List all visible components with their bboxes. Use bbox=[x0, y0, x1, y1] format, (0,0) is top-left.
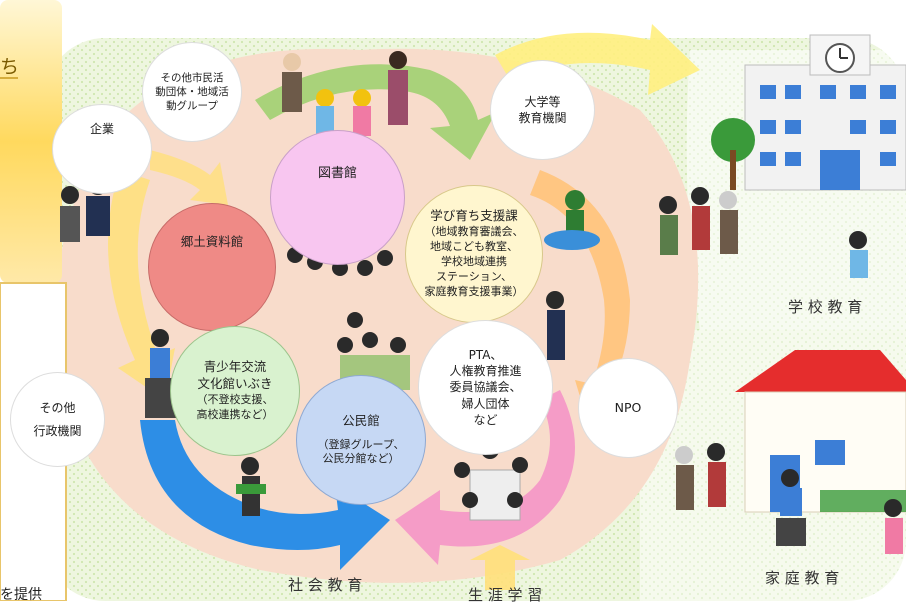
left-panel-bottom-text: を提供 bbox=[0, 587, 42, 603]
arrow-yellow-top bbox=[495, 24, 700, 95]
university-line-1: 大学等 bbox=[524, 94, 561, 109]
other-groups-line-2: 動団体・地域活 bbox=[155, 85, 229, 98]
school-building bbox=[711, 34, 906, 191]
node-youth-center: 青少年交流 文化館いぶき （不登校支援、 高校連携など） bbox=[170, 326, 300, 456]
node-local-museum: 郷土資料館 bbox=[148, 203, 276, 331]
youth-center-title-2: 文化館いぶき bbox=[197, 376, 273, 392]
support-division-line-3: 学校地域連携 bbox=[441, 255, 507, 269]
left-panel bbox=[0, 0, 62, 283]
label-home-education: 家 庭 教 育 bbox=[765, 569, 840, 587]
support-division-line-5: 家庭教育支援事業） bbox=[424, 284, 524, 298]
npo-label: NPO bbox=[614, 399, 642, 415]
other-groups-line-3: 動グループ bbox=[166, 100, 218, 113]
community-hall-sub-2: 公民分館など） bbox=[322, 452, 400, 466]
pta-line-1: PTA、 bbox=[468, 348, 503, 363]
community-hall-sub-1: （登録グループ、 bbox=[317, 437, 405, 451]
node-support-division: 学び育ち支援課 （地域教育審議会、 地域こども教室、 学校地域連携 ステーション… bbox=[405, 185, 543, 323]
arrow-yellow bbox=[108, 170, 175, 400]
label-social-education: 社 会 教 育 bbox=[288, 576, 363, 594]
label-school-education: 学 校 教 育 bbox=[788, 298, 863, 316]
community-hall-title: 公民館 bbox=[342, 412, 380, 428]
node-community-hall: 公民館 （登録グループ、 公民分館など） bbox=[296, 375, 426, 505]
house bbox=[735, 350, 906, 513]
arrow-blue bbox=[140, 420, 390, 570]
arrow-yellow-company bbox=[150, 150, 228, 205]
university-line-2: 教育機関 bbox=[518, 111, 567, 125]
node-company: 企業 bbox=[52, 104, 152, 194]
node-pta: PTA、 人権教育推進 委員協議会、 婦人団体 など bbox=[418, 320, 553, 455]
pta-line-5: など bbox=[473, 412, 498, 427]
youth-center-sub-1: （不登校支援、 bbox=[196, 393, 274, 407]
support-division-line-1: （地域教育審議会、 bbox=[424, 225, 524, 239]
local-museum-label: 郷土資料館 bbox=[180, 234, 244, 249]
pta-line-2: 人権教育推進 bbox=[449, 364, 522, 379]
pta-line-3: 委員協議会、 bbox=[449, 380, 522, 395]
other-admin-line-1: その他 bbox=[39, 401, 76, 416]
node-library: 図書館 bbox=[270, 130, 405, 265]
youth-center-sub-2: 高校連携など） bbox=[196, 407, 274, 421]
people-illustrations bbox=[60, 51, 903, 554]
node-university: 大学等 教育機関 bbox=[490, 60, 595, 160]
arrow-green bbox=[255, 64, 496, 160]
arrow-yellow-bottom bbox=[470, 545, 530, 590]
support-division-line-4: ステーション、 bbox=[435, 269, 513, 283]
label-lifelong-learning: 生 涯 学 習 bbox=[468, 586, 543, 604]
arrow-pink bbox=[395, 390, 575, 565]
support-division-line-2: 地域こども教室、 bbox=[430, 240, 518, 254]
node-other-admin: その他 行政機関 bbox=[10, 372, 105, 467]
other-admin-line-2: 行政機関 bbox=[33, 423, 82, 438]
pta-line-4: 婦人団体 bbox=[461, 396, 510, 411]
node-npo: NPO bbox=[578, 358, 678, 458]
left-panel-top-text: ち bbox=[0, 56, 20, 78]
company-label: 企業 bbox=[89, 121, 114, 136]
youth-center-title-1: 青少年交流 bbox=[203, 359, 267, 375]
library-label: 図書館 bbox=[317, 166, 357, 181]
support-division-title: 学び育ち支援課 bbox=[430, 208, 518, 224]
other-groups-line-1: その他市民活 bbox=[160, 71, 224, 84]
node-other-citizen-groups: その他市民活 動団体・地域活 動グループ bbox=[142, 42, 242, 142]
